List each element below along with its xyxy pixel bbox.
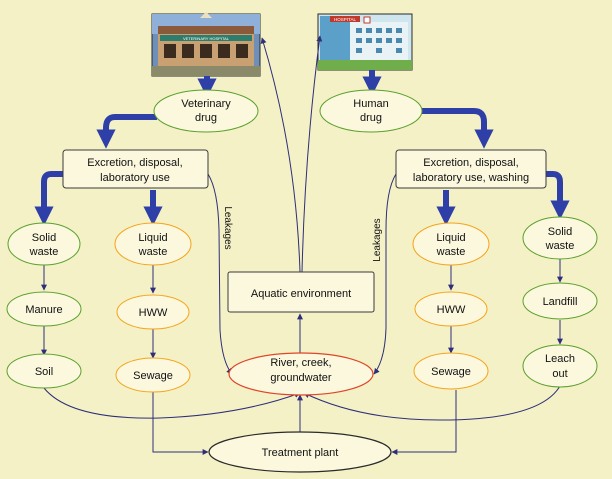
hww-left-label: HWW [139, 307, 168, 319]
vet-sign-text: VETERINARY HOSPITAL [183, 36, 230, 41]
hww-left-node: HWW [116, 294, 190, 330]
excretion-right-label-1: Excretion, disposal, [423, 157, 518, 169]
arrow-excretion-to-solid-left [34, 171, 63, 226]
leach-out-label-1: Leach [545, 353, 575, 365]
veterinary-drug-node: Veterinary drug [153, 89, 259, 133]
soil-node: Soil [6, 353, 82, 389]
landfill-label: Landfill [543, 296, 578, 308]
solid-waste-right-label-1: Solid [548, 226, 572, 238]
arrow-aquatic-to-vet-image [260, 37, 301, 273]
liquid-waste-right-node: Liquid waste [412, 222, 490, 266]
arrow-excretion-to-solid-right [546, 171, 570, 220]
leakages-right-label: Leakages [372, 218, 383, 261]
excretion-right-box: Excretion, disposal, laboratory use, was… [395, 149, 547, 189]
liquid-waste-left-label-2: waste [138, 246, 168, 258]
excretion-left-label-2: laboratory use [100, 172, 170, 184]
liquid-waste-left-node: Liquid waste [114, 222, 192, 266]
aquatic-environment-box: Aquatic environment [227, 271, 375, 313]
leakages-left-label: Leakages [222, 206, 233, 249]
sewage-left-node: Sewage [115, 357, 191, 393]
hospital-sign-text: HOSPITAL [334, 17, 356, 22]
excretion-left-box: Excretion, disposal, laboratory use [62, 149, 209, 189]
thin-connectors [41, 35, 563, 455]
veterinary-drug-label-2: drug [195, 112, 217, 124]
veterinary-hospital-image: VETERINARY HOSPITAL [151, 12, 261, 77]
solid-waste-left-label-2: waste [29, 246, 59, 258]
sewage-left-label: Sewage [133, 370, 173, 382]
arrow-sewage-left-to-plant [152, 392, 209, 455]
liquid-waste-left-label-1: Liquid [138, 232, 167, 244]
landfill-node: Landfill [522, 282, 598, 320]
arrow-soil-to-river [43, 387, 301, 419]
human-hospital-image: HOSPITAL [317, 13, 413, 71]
thick-arrows [34, 70, 570, 226]
river-node: River, creek, groundwater [228, 352, 374, 396]
arrow-sewage-right-to-plant [391, 390, 457, 455]
arrow-vet-drug-to-excretion [96, 114, 157, 149]
solid-waste-left-label-1: Solid [32, 232, 56, 244]
liquid-waste-right-label-2: waste [436, 246, 466, 258]
leakage-right-path [373, 173, 397, 375]
leach-out-node: Leach out [522, 344, 598, 388]
sewage-right-node: Sewage [413, 352, 489, 390]
solid-waste-left-node: Solid waste [7, 222, 81, 266]
arrow-human-drug-to-excretion [420, 108, 494, 149]
veterinary-drug-label-1: Veterinary [181, 98, 231, 110]
excretion-left-label-1: Excretion, disposal, [87, 157, 182, 169]
hww-right-node: HWW [414, 291, 488, 327]
manure-node: Manure [6, 291, 82, 327]
human-drug-label-2: drug [360, 112, 382, 124]
hww-right-label: HWW [437, 304, 466, 316]
solid-waste-right-label-2: waste [545, 240, 575, 252]
manure-label: Manure [25, 304, 62, 316]
leach-out-label-2: out [552, 368, 567, 380]
treatment-plant-label: Treatment plant [262, 447, 339, 459]
excretion-right-label-2: laboratory use, washing [413, 172, 529, 184]
aquatic-environment-label: Aquatic environment [251, 288, 351, 300]
river-label-2: groundwater [270, 372, 331, 384]
human-drug-node: Human drug [319, 89, 423, 133]
treatment-plant-node: Treatment plant [208, 431, 392, 473]
arrow-aquatic-to-hospital-image [301, 35, 323, 273]
human-drug-label-1: Human [353, 98, 388, 110]
arrow-leach-to-river [303, 385, 561, 421]
river-label-1: River, creek, [270, 357, 331, 369]
soil-label: Soil [35, 366, 53, 378]
sewage-right-label: Sewage [431, 366, 471, 378]
leakage-left-path [207, 173, 233, 375]
solid-waste-right-node: Solid waste [522, 216, 598, 260]
liquid-waste-right-label-1: Liquid [436, 232, 465, 244]
